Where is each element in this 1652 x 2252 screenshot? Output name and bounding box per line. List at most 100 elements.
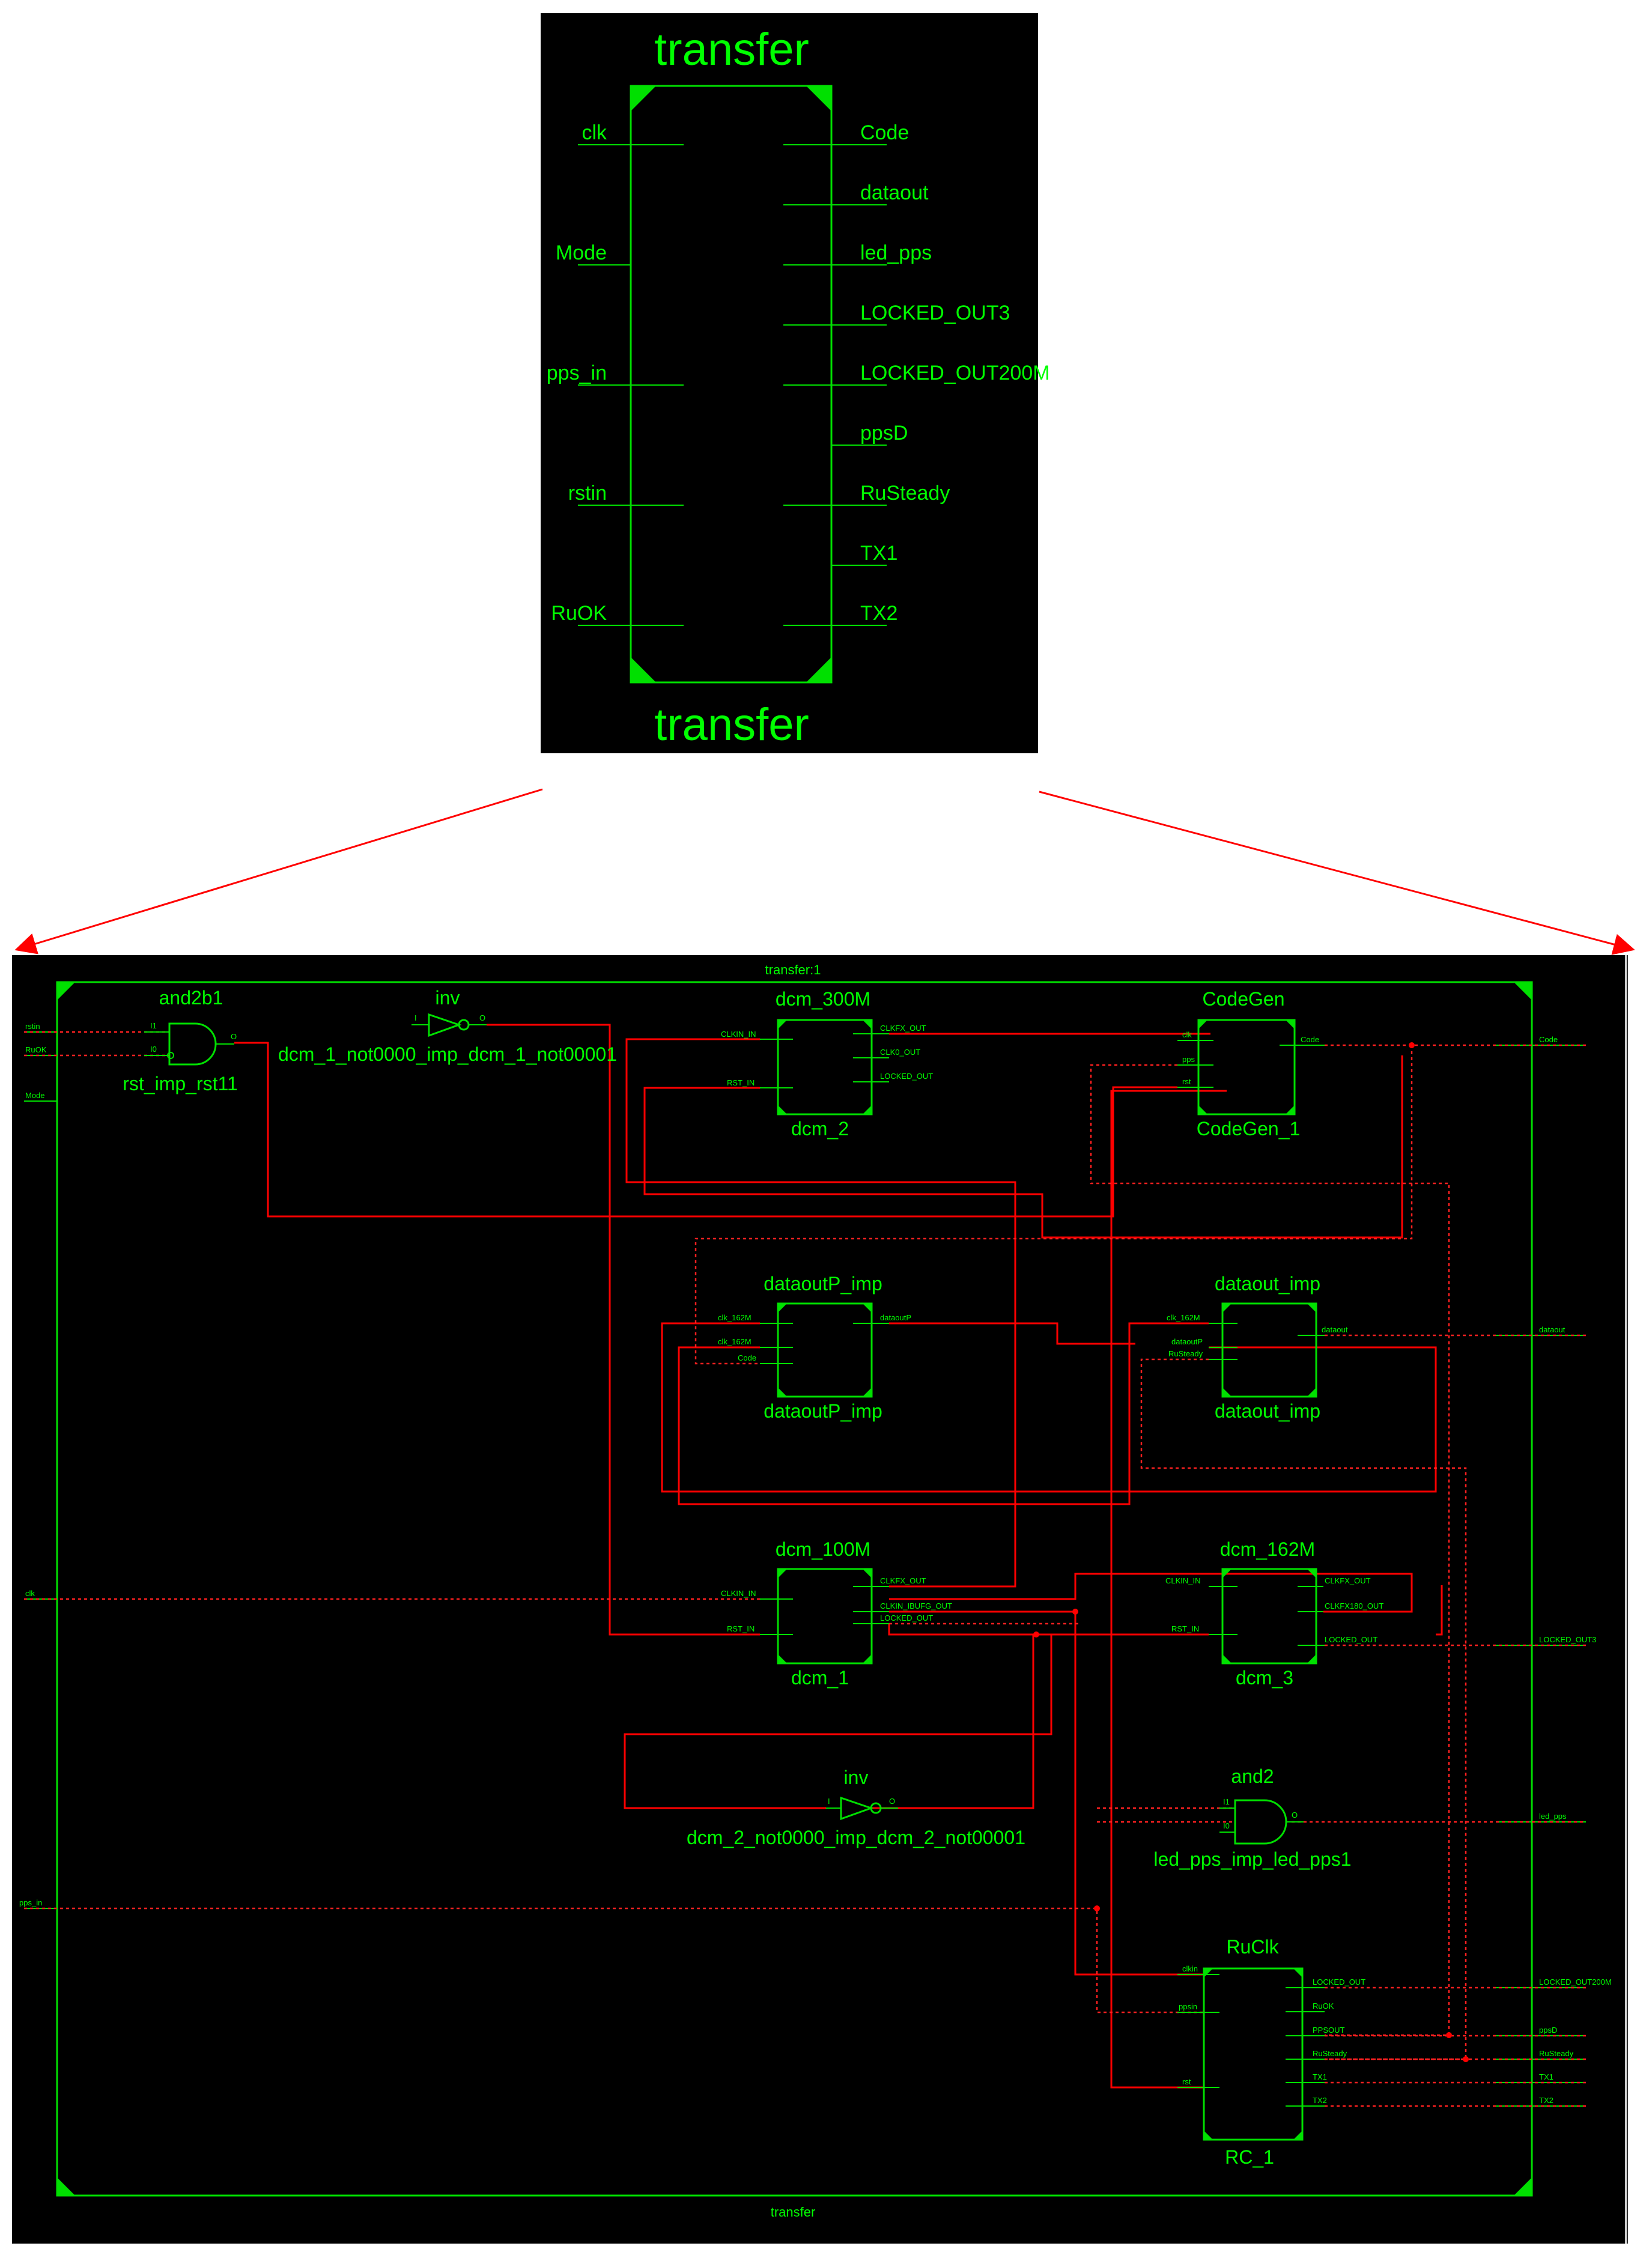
port-rusteady: RuSteady <box>1539 2049 1574 2058</box>
pin-ruclk-clkin: clkin <box>1182 1964 1198 1973</box>
cell-name-dcm-300m: dcm_2 <box>791 1118 849 1140</box>
nets-dotted <box>24 1031 1586 2107</box>
pin-and2-o: O <box>1292 1810 1298 1820</box>
cell-dcm-100m[interactable]: dcm_100M CLKIN_IN RST_IN CLKFX_OUT CLKIN… <box>721 1538 952 1689</box>
schematic-header: transfer:1 <box>765 962 821 977</box>
cell-name-codegen: CodeGen_1 <box>1197 1118 1301 1140</box>
cell-type-inv2: inv <box>844 1767 869 1788</box>
symbol-output-locked-out3: LOCKED_OUT3 <box>860 302 1010 324</box>
cell-type-inv1: inv <box>436 987 460 1009</box>
cell-type-dcm-162m: dcm_162M <box>1220 1538 1315 1560</box>
port-tx2: TX2 <box>1539 2096 1553 2105</box>
pin-ruclk-tx1: TX1 <box>1313 2072 1327 2081</box>
symbol-title-bottom: transfer <box>654 699 809 750</box>
pin-dcm162-rst: RST_IN <box>1171 1624 1199 1633</box>
zoom-arrow-left <box>14 788 543 955</box>
port-pps-in: pps_in <box>19 1898 42 1907</box>
cell-dataoutp-imp[interactable]: dataoutP_imp clk_162M clk_162M Code data… <box>718 1273 911 1422</box>
schematic-footer: transfer <box>771 2205 816 2220</box>
cell-inv1[interactable]: inv I O dcm_1_not0000_imp_dcm_1_not00001 <box>278 987 617 1065</box>
pin-dataout-out: dataout <box>1322 1325 1348 1334</box>
cell-name-dataoutp: dataoutP_imp <box>764 1400 882 1422</box>
cell-name-dataout: dataout_imp <box>1215 1400 1320 1422</box>
pin-ruclk-tx2: TX2 <box>1313 2096 1327 2105</box>
cell-and2[interactable]: and2 I1 I0 O led_pps_imp_led_pps1 <box>1153 1765 1351 1870</box>
symbol-body <box>630 85 833 684</box>
symbol-input-mode: Mode <box>556 241 607 264</box>
cell-inv2[interactable]: inv I O dcm_2_not0000_imp_dcm_2_not00001 <box>687 1767 1025 1848</box>
zoom-arrow-right <box>1039 791 1635 955</box>
pin-codegen-rst: rst <box>1182 1077 1191 1086</box>
cell-codegen[interactable]: CodeGen clk pps rst Code CodeGen_1 <box>1177 988 1325 1140</box>
cell-name-and2b1: rst_imp_rst11 <box>123 1073 237 1094</box>
pin-ruclk-rusteady: RuSteady <box>1313 2049 1347 2058</box>
pin-ruclk-locked: LOCKED_OUT <box>1313 1977 1365 1986</box>
pin-dcm162-clkfx180: CLKFX180_OUT <box>1325 1601 1383 1610</box>
pin-codegen-code: Code <box>1301 1035 1319 1044</box>
port-code: Code <box>1539 1035 1558 1044</box>
symbol-input-rstin: rstin <box>568 482 607 505</box>
pin-and2b1-o: O <box>231 1032 237 1041</box>
pin-ruclk-ppsin: ppsin <box>1179 2002 1197 2011</box>
cell-type-dcm-100m: dcm_100M <box>776 1538 870 1560</box>
pin-inv1-i: I <box>415 1013 417 1022</box>
cell-name-dcm-162m: dcm_3 <box>1236 1667 1293 1689</box>
cell-type-dataout: dataout_imp <box>1215 1273 1320 1294</box>
cell-dcm-162m[interactable]: dcm_162M CLKIN_IN RST_IN CLKFX_OUT CLKFX… <box>1165 1538 1383 1689</box>
port-rstin: rstin <box>25 1022 40 1031</box>
symbol-input-pps-in: pps_in <box>547 362 607 384</box>
pin-inv1-o: O <box>479 1013 485 1022</box>
pin-and2-i0: I0 <box>1223 1821 1230 1830</box>
pin-and2-i1: I1 <box>1223 1797 1230 1806</box>
pin-dcm300-locked: LOCKED_OUT <box>880 1072 933 1081</box>
cell-type-dcm-300m: dcm_300M <box>776 988 870 1010</box>
cell-type-codegen: CodeGen <box>1203 988 1285 1010</box>
pin-dcm162-clkfx: CLKFX_OUT <box>1325 1576 1371 1585</box>
symbol-output-locked-out200m: LOCKED_OUT200M <box>860 362 1050 384</box>
pin-dcm300-clkfx: CLKFX_OUT <box>880 1024 926 1033</box>
transfer-schematic[interactable]: transfer:1 transfer rstin RuOK Mode clk … <box>12 955 1628 2244</box>
pin-dcm300-rst: RST_IN <box>727 1078 755 1087</box>
port-ppsd: ppsD <box>1539 2026 1557 2035</box>
symbol-output-led-pps: led_pps <box>860 241 932 264</box>
port-ruok: RuOK <box>25 1045 47 1054</box>
symbol-input-clk: clk <box>582 121 607 144</box>
pin-dataout-clk: clk_162M <box>1167 1313 1200 1322</box>
port-dataout: dataout <box>1539 1325 1565 1334</box>
pin-dataoutp-code: Code <box>738 1353 756 1362</box>
pin-dcm100-rst: RST_IN <box>727 1624 755 1633</box>
pin-dataoutp-clk1: clk_162M <box>718 1313 752 1322</box>
port-locked-out3: LOCKED_OUT3 <box>1539 1635 1596 1644</box>
pin-dataoutp-out: dataoutP <box>880 1313 911 1322</box>
cell-name-inv2: dcm_2_not0000_imp_dcm_2_not00001 <box>687 1827 1025 1848</box>
pin-codegen-pps: pps <box>1182 1055 1195 1064</box>
symbol-output-rusteady: RuSteady <box>860 482 950 505</box>
cell-name-dcm-100m: dcm_1 <box>791 1667 849 1689</box>
pin-dataoutp-clk2: clk_162M <box>718 1337 752 1346</box>
pin-dcm162-locked: LOCKED_OUT <box>1325 1635 1377 1644</box>
pin-dcm300-clk0: CLK0_OUT <box>880 1048 920 1057</box>
symbol-output-code: Code <box>860 121 909 144</box>
pin-codegen-clk: clk <box>1182 1030 1192 1039</box>
symbol-output-tx1: TX1 <box>860 542 897 565</box>
port-tx1: TX1 <box>1539 2072 1553 2081</box>
port-clk: clk <box>25 1589 35 1598</box>
cell-dataout-imp[interactable]: dataout_imp clk_162M dataoutP RuSteady d… <box>1167 1273 1348 1422</box>
cell-ruclk[interactable]: RuClk clkin ppsin rst LOCKED_OUT RuOK PP… <box>1177 1936 1365 2168</box>
symbol-title-top: transfer <box>654 24 809 75</box>
pin-inv2-i: I <box>828 1797 830 1806</box>
transfer-symbol[interactable]: transfer transfer clk Mode pps_in rstin … <box>541 13 1050 753</box>
pin-dcm100-clkfx: CLKFX_OUT <box>880 1576 926 1585</box>
port-locked-out200m: LOCKED_OUT200M <box>1539 1977 1612 1986</box>
pin-dcm100-ibufg: CLKIN_IBUFG_OUT <box>880 1601 952 1610</box>
port-led-pps: led_pps <box>1539 1812 1567 1821</box>
pin-dataout-rusteady: RuSteady <box>1168 1349 1203 1358</box>
cell-type-and2: and2 <box>1231 1765 1274 1787</box>
net-junctions <box>1033 1042 1469 2062</box>
cell-name-ruclk: RC_1 <box>1225 2146 1274 2168</box>
cell-and2b1[interactable]: and2b1 I1 I0 O rst_imp_rst11 <box>123 987 237 1094</box>
cell-dcm-300m[interactable]: dcm_300M CLKIN_IN RST_IN CLKFX_OUT CLK0_… <box>721 988 933 1140</box>
schematic-frame <box>56 981 1533 2197</box>
pin-inv2-o: O <box>889 1797 895 1806</box>
